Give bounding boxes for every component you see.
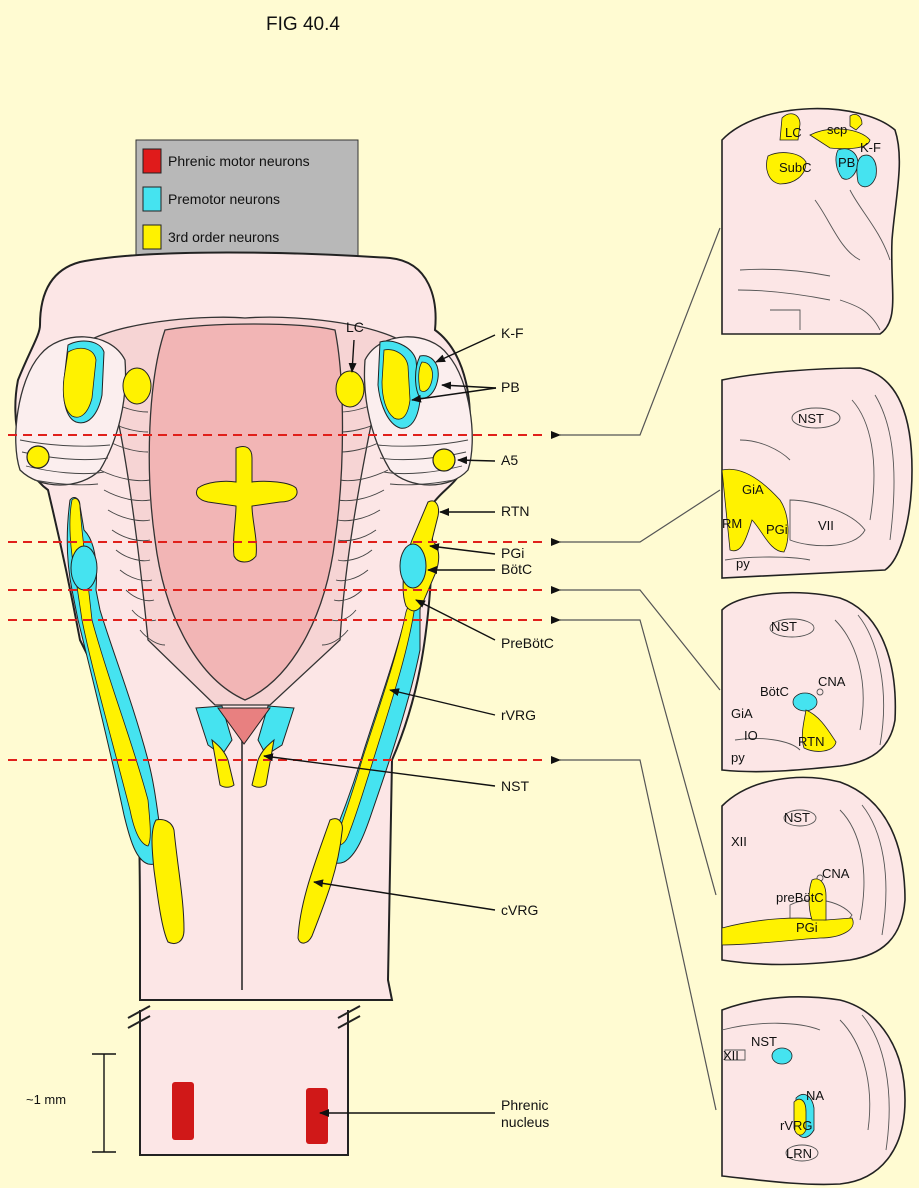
label-prebotc: PreBötC [501, 635, 554, 651]
s4-label-prebotc: preBötC [776, 890, 824, 905]
s1-label-subc: SubC [779, 160, 812, 175]
s4-label-nst: NST [784, 810, 810, 825]
s2-label-rm: RM [722, 516, 742, 531]
label-pb: PB [501, 379, 520, 395]
s3-label-io: IO [744, 728, 758, 743]
s1-label-kf: K-F [860, 140, 881, 155]
phrenic-nucleus-left [172, 1082, 194, 1140]
section-5: NST XII NA rVRG LRN [722, 997, 905, 1185]
nucleus-lc-right [336, 371, 364, 407]
nucleus-a5-left [27, 446, 49, 468]
legend-label-third-order: 3rd order neurons [168, 229, 279, 245]
s3-label-nst: NST [771, 619, 797, 634]
s2-label-vii: VII [818, 518, 834, 533]
label-a5: A5 [501, 452, 518, 468]
label-cvrg: cVRG [501, 902, 538, 918]
s2-label-nst: NST [798, 411, 824, 426]
legend-swatch-premotor [143, 187, 161, 211]
label-lc: LC [346, 319, 364, 335]
label-kf: K-F [501, 325, 524, 341]
s3-label-cna: CNA [818, 674, 846, 689]
label-pgi: PGi [501, 545, 524, 561]
legend-swatch-third-order [143, 225, 161, 249]
section-4: NST XII CNA preBötC PGi [722, 777, 905, 964]
section-2: NST GiA RM PGi VII py [722, 368, 912, 578]
s1-label-scp: scp [827, 122, 847, 137]
legend-label-phrenic: Phrenic motor neurons [168, 153, 310, 169]
figure-title: FIG 40.4 [266, 14, 340, 35]
nucleus-lc-left [123, 368, 151, 404]
label-botc: BötC [501, 561, 532, 577]
legend-label-premotor: Premotor neurons [168, 191, 280, 207]
phrenic-nucleus-right [306, 1088, 328, 1144]
s5-label-rvrg: rVRG [780, 1118, 813, 1133]
s1-label-lc: LC [785, 125, 802, 140]
s2-label-py: py [736, 556, 750, 571]
label-nst: NST [501, 778, 529, 794]
s5-label-xii: XII [723, 1048, 739, 1063]
s5-label-nst: NST [751, 1034, 777, 1049]
botc-right [400, 544, 426, 588]
s4-label-xii: XII [731, 834, 747, 849]
s2-label-pgi: PGi [766, 522, 788, 537]
label-rtn: RTN [501, 503, 530, 519]
label-phrenic-1: Phrenic [501, 1097, 548, 1113]
legend: Phrenic motor neurons Premotor neurons 3… [136, 140, 358, 258]
section-1: LC scp K-F SubC PB [722, 109, 899, 334]
s3-label-gia: GiA [731, 706, 753, 721]
s3-label-py: py [731, 750, 745, 765]
nucleus-a5-right [433, 449, 455, 471]
s4-label-cna: CNA [822, 866, 850, 881]
botc-left [71, 546, 97, 590]
scale-label: ~1 mm [26, 1092, 66, 1107]
s5-label-lrn: LRN [786, 1146, 812, 1161]
label-phrenic-2: nucleus [501, 1114, 549, 1130]
s3-label-botc: BötC [760, 684, 789, 699]
s2-label-gia: GiA [742, 482, 764, 497]
label-rvrg: rVRG [501, 707, 536, 723]
legend-swatch-phrenic [143, 149, 161, 173]
s4-label-pgi: PGi [796, 920, 818, 935]
section-connectors [560, 228, 720, 1110]
s1-label-pb: PB [838, 155, 855, 170]
brainstem-dorsal-view [15, 253, 472, 1156]
s3-label-rtn: RTN [798, 734, 824, 749]
scale-bar [92, 1054, 116, 1152]
s5-label-na: NA [806, 1088, 824, 1103]
section-3: NST BötC CNA GiA IO RTN py [722, 593, 895, 772]
